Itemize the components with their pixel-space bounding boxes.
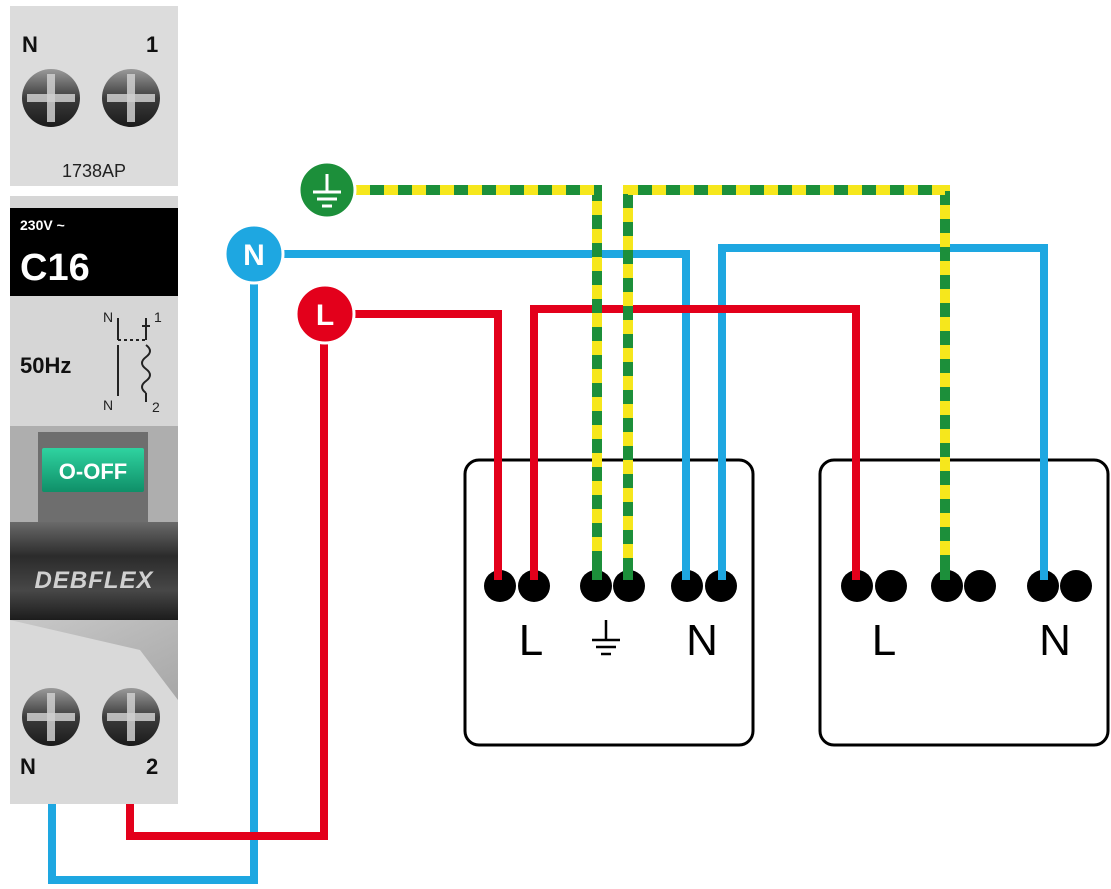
screw-icon bbox=[102, 688, 160, 746]
live-wire-socket1 bbox=[324, 310, 502, 586]
bottom-terminal-n-label: N bbox=[20, 754, 36, 779]
neutral-wire-breaker bbox=[48, 254, 258, 884]
screw-icon bbox=[102, 69, 160, 127]
terminal-earth-1 bbox=[931, 570, 963, 602]
terminal-l-2 bbox=[518, 570, 550, 602]
brand-logo: DEBFLEX bbox=[34, 567, 154, 594]
neutral-wire-socket2 bbox=[718, 244, 1048, 586]
terminal-n-1 bbox=[671, 570, 703, 602]
earth-wire-socket1-yellow bbox=[328, 185, 602, 586]
screw-icon bbox=[22, 688, 80, 746]
live-wire-breaker bbox=[126, 316, 328, 840]
live-marker: L bbox=[294, 283, 356, 345]
neutral-marker: N bbox=[223, 223, 285, 285]
socket-box-2 bbox=[818, 458, 1110, 747]
circuit-breaker: N 1 1738AP 230V ~ C16 50Hz N bbox=[10, 6, 178, 804]
breaker-lower-face bbox=[10, 620, 178, 804]
earth-marker bbox=[297, 160, 357, 220]
socket-2-live-label: L bbox=[872, 616, 896, 665]
socket-2-terminals bbox=[841, 570, 1092, 602]
breaker-schematic-icon bbox=[117, 318, 151, 402]
breaker-frequency-label: 50Hz bbox=[20, 353, 71, 378]
breaker-voltage-label: 230V ~ bbox=[20, 217, 65, 233]
neutral-marker-label: N bbox=[243, 239, 265, 272]
socket-1-neutral-label: N bbox=[686, 616, 718, 665]
earth-symbol-icon bbox=[592, 620, 620, 656]
terminal-earth-1 bbox=[580, 570, 612, 602]
bottom-terminal-2-label: 2 bbox=[146, 754, 158, 779]
terminal-earth-2 bbox=[613, 570, 645, 602]
terminal-l-2 bbox=[875, 570, 907, 602]
terminal-n-1 bbox=[1027, 570, 1059, 602]
breaker-model-label: 1738AP bbox=[62, 161, 126, 181]
ground-icon bbox=[313, 174, 341, 208]
symbol-n-bottom: N bbox=[103, 397, 113, 413]
screw-icon bbox=[22, 69, 80, 127]
socket-2-neutral-label: N bbox=[1039, 616, 1071, 665]
terminal-n-2 bbox=[705, 570, 737, 602]
symbol-2: 2 bbox=[152, 399, 160, 415]
off-switch[interactable] bbox=[42, 448, 144, 492]
live-marker-label: L bbox=[316, 299, 334, 332]
breaker-lower-bevel bbox=[10, 620, 178, 700]
breaker-rating-label: C16 bbox=[20, 247, 90, 289]
symbol-n-top: N bbox=[103, 309, 113, 325]
terminal-n-2 bbox=[1060, 570, 1092, 602]
socket-box-1 bbox=[463, 458, 755, 747]
symbol-1: 1 bbox=[154, 309, 162, 325]
neutral-wire-socket1 bbox=[254, 250, 690, 586]
top-terminal-1-label: 1 bbox=[146, 32, 158, 57]
earth-wire-socket2-yellow bbox=[623, 185, 950, 586]
terminal-l-1 bbox=[484, 570, 516, 602]
off-switch-label: O-OFF bbox=[59, 459, 127, 484]
terminal-earth-2 bbox=[964, 570, 996, 602]
socket-1-live-label: L bbox=[519, 616, 543, 665]
brand-band bbox=[10, 522, 178, 620]
socket-1-terminals bbox=[484, 570, 737, 602]
top-terminal-n-label: N bbox=[22, 32, 38, 57]
terminal-l-1 bbox=[841, 570, 873, 602]
live-wire-socket2 bbox=[530, 305, 860, 586]
breaker-rating-panel bbox=[10, 208, 178, 296]
